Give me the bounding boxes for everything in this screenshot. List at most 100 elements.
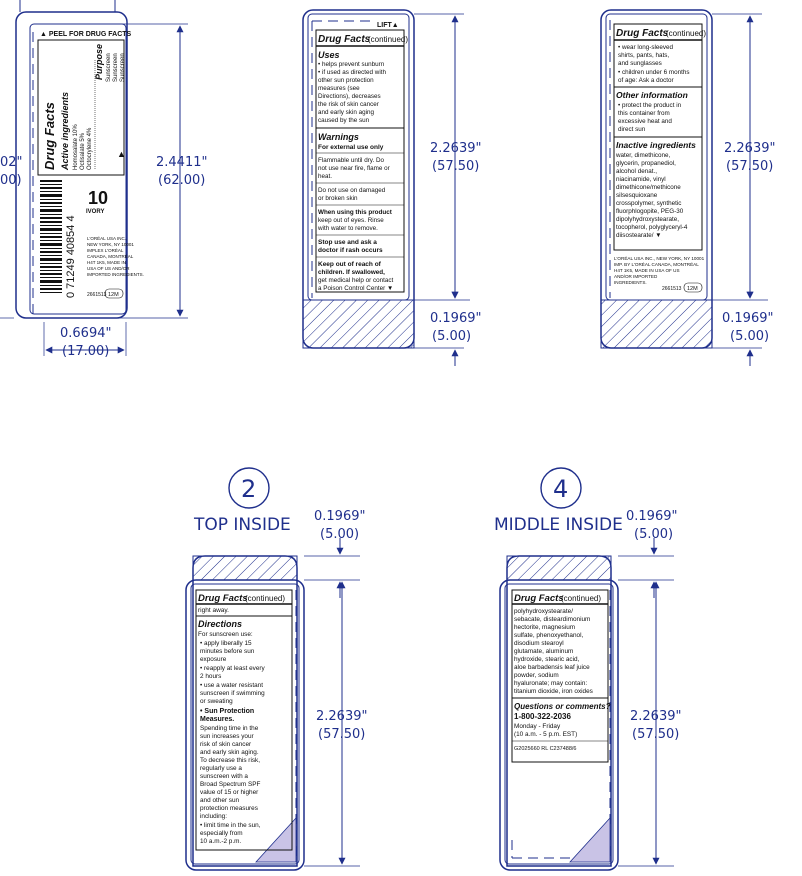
hours-line-1: Monday - Friday bbox=[514, 723, 561, 730]
warning-line: a Poison Control Center ▼ bbox=[318, 285, 393, 292]
company-line-5: H4T 1K5, MADE IN bbox=[87, 260, 126, 265]
warning-line: Flammable until dry. Do bbox=[318, 157, 385, 164]
warning-line: doctor if rash occurs bbox=[318, 247, 383, 254]
dim-left-inches: 02" bbox=[0, 155, 23, 170]
warning-line: get medical help or contact bbox=[318, 277, 394, 284]
inactive-line: dimethicone/methicone bbox=[616, 184, 681, 191]
warning-line: heat. bbox=[318, 173, 332, 180]
dim-flap-mm: (5.00) bbox=[432, 329, 471, 344]
drug-facts-header: Drug Facts bbox=[514, 593, 564, 604]
info-line: excessive heat and bbox=[618, 118, 672, 125]
info-line: direct sun bbox=[618, 126, 646, 133]
spm-line: sun increases your bbox=[200, 733, 255, 740]
warning-line: • wear long-sleeved bbox=[618, 44, 674, 51]
spm-heading-2: Measures. bbox=[200, 716, 234, 723]
uses-line: the risk of skin cancer bbox=[318, 101, 379, 108]
hours-line-2: (10 a.m. - 5 p.m. EST) bbox=[514, 731, 577, 738]
directions-line: or sweating bbox=[200, 698, 233, 705]
dim-width-mm: (17.00) bbox=[62, 344, 109, 359]
svg-text:▲: ▲ bbox=[117, 149, 126, 159]
drug-facts-header: Drug Facts bbox=[616, 28, 669, 39]
phone-number: 1-800-322-2036 bbox=[514, 712, 571, 721]
company-line: H4T 1K5, MADE IN USA OF US bbox=[614, 268, 680, 273]
drug-facts-continued-box bbox=[195, 589, 293, 851]
warning-line: When using this product bbox=[318, 209, 393, 216]
panel-back-other-inactive: Drug Facts (continued) • wear long-sleev… bbox=[600, 9, 775, 366]
dim-height-inches: 2.2639" bbox=[630, 709, 681, 724]
uses-line: Directions), decreases bbox=[318, 93, 381, 100]
panel-back-uses-warnings: LIFT▲ Drug Facts (continued) Uses • help… bbox=[302, 9, 481, 366]
purpose-1: Sunscreen bbox=[106, 53, 112, 82]
dim-flap-mm: (5.00) bbox=[634, 527, 673, 542]
inactive-line: hydroxide, stearic acid, bbox=[514, 656, 580, 663]
shade-name: IVORY bbox=[86, 209, 104, 215]
spm-line: regularly use a bbox=[200, 765, 242, 772]
spm-line: Spending time in the bbox=[200, 725, 259, 732]
spm-line: Broad Spectrum SPF bbox=[200, 781, 260, 788]
directions-line: exposure bbox=[200, 656, 227, 663]
dim-height-mm: (57.50) bbox=[726, 159, 773, 174]
inactive-line: powder, sodium bbox=[514, 672, 559, 679]
dim-height-inches: 2.4411" bbox=[156, 155, 207, 170]
inactive-line: disodium stearoyl bbox=[514, 640, 564, 647]
corner-tab bbox=[255, 816, 297, 863]
drug-facts-title: Drug Facts bbox=[42, 102, 57, 170]
warning-line: or broken skin bbox=[318, 195, 358, 202]
inactive-line: alcohol denat., bbox=[616, 168, 657, 175]
directions-heading: Directions bbox=[198, 619, 242, 629]
directions-line: • apply liberally 15 bbox=[200, 640, 252, 647]
dim-height-mm: (62.00) bbox=[158, 173, 205, 188]
uses-line: • if used as directed with bbox=[318, 69, 387, 76]
warning-line: Do not use on damaged bbox=[318, 187, 386, 194]
inactive-line: sebacate, disteardimonium bbox=[514, 616, 590, 623]
panel-number: 2 bbox=[241, 475, 256, 503]
batch-code: 2661513 bbox=[662, 286, 682, 292]
dim-height-mm: (57.50) bbox=[318, 727, 365, 742]
warning-line: Keep out of reach of bbox=[318, 261, 382, 268]
uses-line: measures (see bbox=[318, 85, 360, 92]
company-line-4: CANADA, MONTRÉAL bbox=[87, 253, 134, 259]
dim-height-mm: (57.50) bbox=[432, 159, 479, 174]
warning-line: children. If swallowed, bbox=[318, 269, 385, 276]
drug-facts-header: Drug Facts bbox=[198, 593, 248, 604]
company-line-1: L'ORÉAL USA INC., bbox=[87, 235, 127, 241]
purpose-2: Sunscreen bbox=[113, 53, 119, 82]
spm-line: especially from bbox=[200, 830, 243, 837]
uses-line: caused by the sun bbox=[318, 117, 370, 124]
dim-flap-inches: 0.1969" bbox=[314, 509, 365, 524]
dim-height-inches: 2.2639" bbox=[724, 141, 775, 156]
continued-line: right away. bbox=[198, 607, 229, 614]
company-line-6: USA OF US AND/OR bbox=[87, 266, 130, 271]
panel-front-label: ▲ PEEL FOR DRUG FACTS Drug Facts Active … bbox=[0, 0, 207, 359]
inactive-line: fluorphlogopite, PEG-30 bbox=[616, 208, 684, 215]
inactive-line: glycerin, propanediol, bbox=[616, 160, 676, 167]
product-codes: G2025660 RL C237488/6 bbox=[514, 746, 577, 752]
panel-title: MIDDLE INSIDE bbox=[494, 515, 623, 535]
spm-line: including: bbox=[200, 813, 227, 820]
outer-dieline bbox=[15, 11, 128, 319]
inactive-ingredients-heading: Inactive ingredients bbox=[616, 140, 696, 150]
inactive-line: aloe barbadensis leaf juice bbox=[514, 664, 590, 671]
ingredient-1: Homosalate 10% bbox=[73, 124, 79, 170]
corner-tab bbox=[569, 816, 611, 863]
uses-line: other sun protection bbox=[318, 77, 374, 84]
inactive-line: hyaluronate; may contain: bbox=[514, 680, 587, 687]
drug-facts-continued-box bbox=[511, 589, 609, 763]
company-line-2: NEW YORK, NY 10001 bbox=[87, 242, 134, 247]
drug-facts-continued: (continued) bbox=[245, 594, 285, 603]
directions-line: minutes before sun bbox=[200, 648, 255, 655]
warning-line: Stop use and ask a bbox=[318, 239, 377, 246]
drug-facts-continued: (continued) bbox=[561, 594, 601, 603]
warnings-heading: Warnings bbox=[318, 132, 359, 142]
inactive-line: hectorite, magnesium bbox=[514, 624, 575, 631]
barcode-digits: 0 71249 40854 4 bbox=[65, 215, 77, 298]
panel-middle-inside: 4 MIDDLE INSIDE 0.1969" (5.00) Drug Fact… bbox=[494, 467, 681, 871]
panel-number-circle bbox=[228, 467, 270, 509]
dim-flap-inches: 0.1969" bbox=[722, 311, 773, 326]
directions-line: sunscreen if swimming bbox=[200, 690, 265, 697]
other-information-heading: Other information bbox=[616, 90, 688, 100]
dim-height-mm: (57.50) bbox=[632, 727, 679, 742]
company-line-3: IMPLEX L'ORÉAL bbox=[87, 247, 124, 253]
warning-line: keep out of eyes. Rinse bbox=[318, 217, 384, 224]
